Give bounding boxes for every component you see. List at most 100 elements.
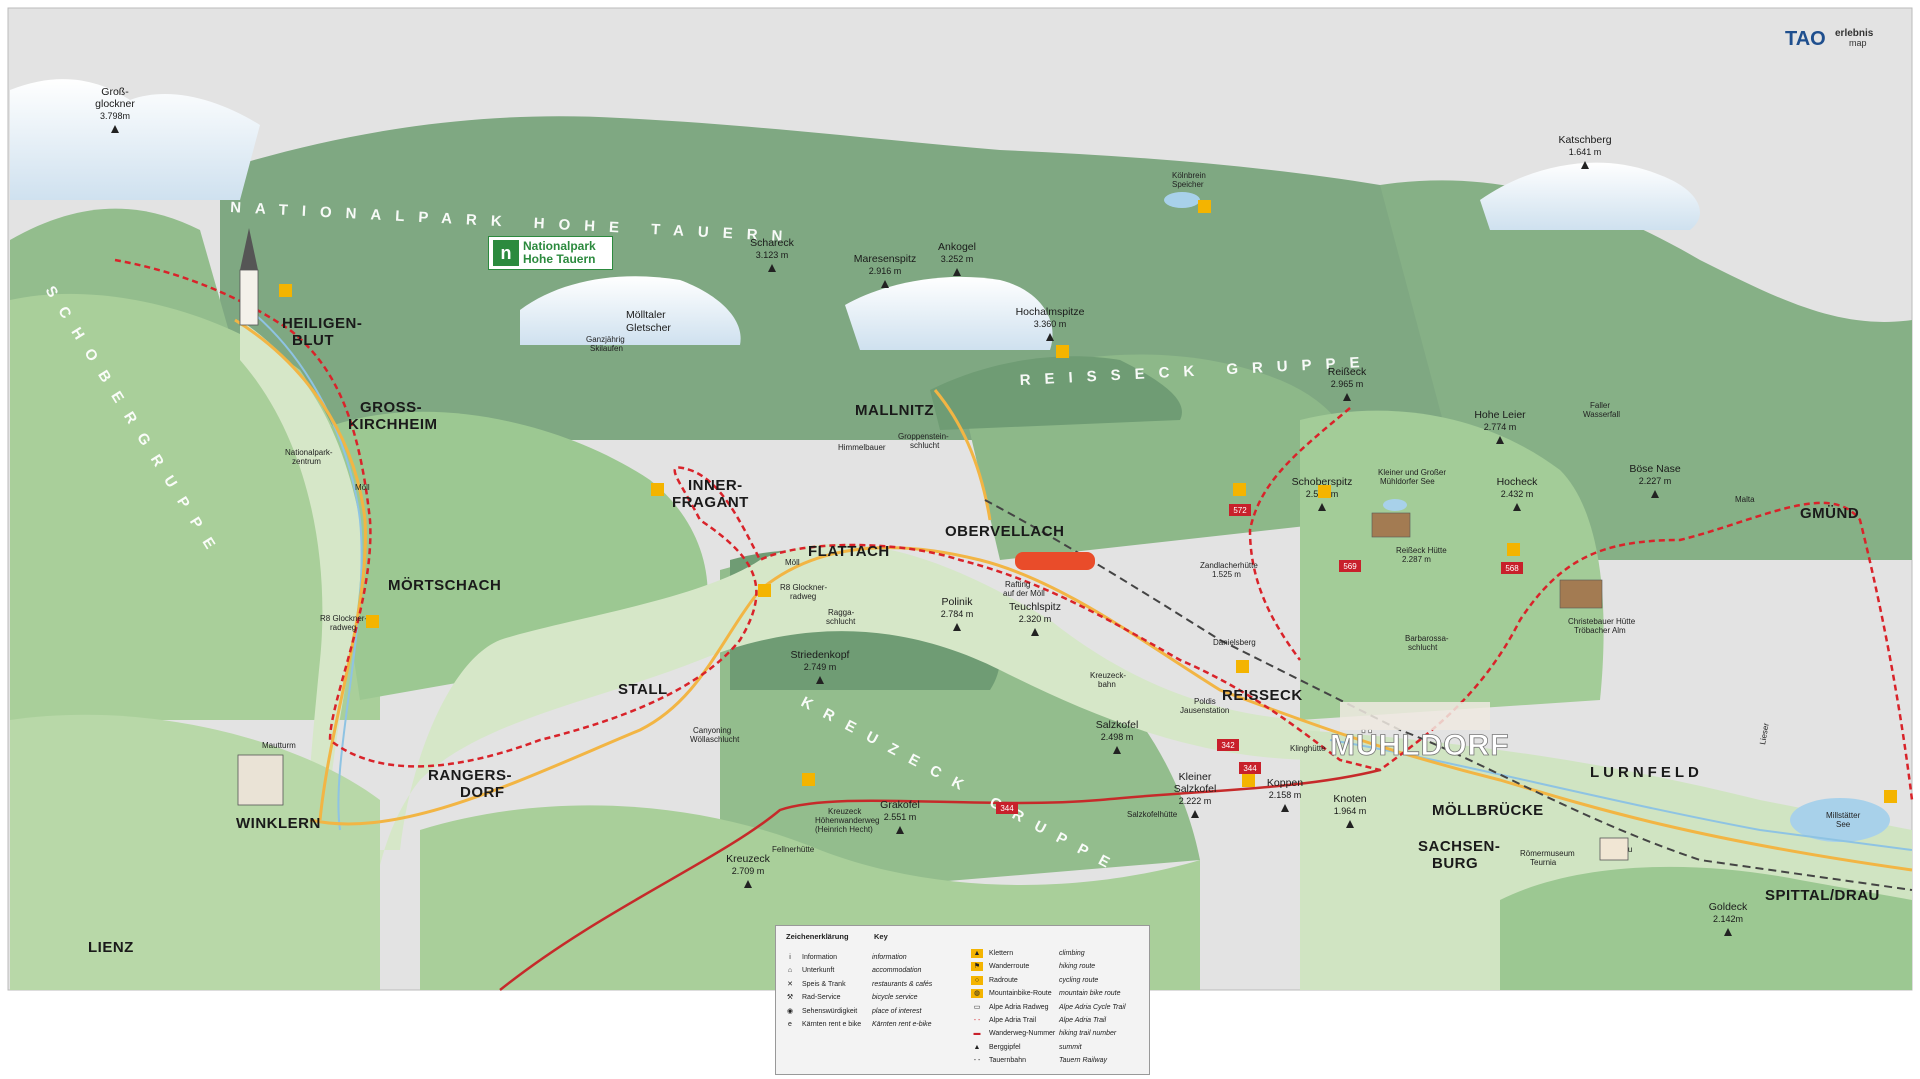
- poi-reisseck-huette: Reißeck Hütte: [1396, 546, 1447, 555]
- cycling-icon[interactable]: [758, 584, 771, 597]
- poi-barbarossaschlucht: Barbarossa-: [1405, 634, 1449, 643]
- peak-height-hocheck: 2.432 m: [1501, 489, 1534, 499]
- river-label-malta: Malta: [1735, 495, 1755, 504]
- legend-title-de: Zeichenerklärung: [786, 932, 849, 941]
- peak-height-polinik: 2.784 m: [941, 609, 974, 619]
- peak-height-koppen: 2.158 m: [1269, 790, 1302, 800]
- peak-height-kreuzeck: 2.709 m: [732, 866, 765, 876]
- legend-label-de: Wanderroute: [989, 963, 1030, 971]
- town-innerfragant-2: FRAGANT: [672, 494, 749, 511]
- mountain-hocheck: [1300, 410, 1604, 720]
- hiking-icon: ⚑: [971, 962, 983, 972]
- cycling-icon[interactable]: [366, 615, 379, 628]
- ebike-icon: e: [788, 1021, 792, 1028]
- hiking-icon[interactable]: [1242, 774, 1255, 787]
- hiking-icon[interactable]: [1507, 543, 1520, 556]
- poi-poldis-2: Jausenstation: [1180, 706, 1229, 715]
- summit-icon: [1046, 333, 1054, 341]
- legend-label-de: Mountainbike-Route: [989, 990, 1052, 998]
- landmark-drawings: [237, 228, 1629, 861]
- roemermuseum-drawing: [1599, 837, 1629, 861]
- climbing-icon[interactable]: [279, 284, 292, 297]
- peak-name-knoten: Knoten: [1333, 793, 1366, 805]
- poi-groppensteinschlucht-2: schlucht: [910, 441, 940, 450]
- legend-label-de: Rad-Service: [802, 994, 841, 1002]
- legend-label-en: mountain bike route: [1059, 990, 1121, 998]
- river-moell: [249, 309, 363, 831]
- peak-height-teuchlspitz: 2.320 m: [1019, 614, 1052, 624]
- road-moelltal: [234, 318, 367, 821]
- hiking-icon[interactable]: [1318, 485, 1331, 498]
- climbing-icon[interactable]: [1198, 200, 1211, 213]
- mountain-reisseck-dark: [930, 356, 1182, 430]
- peak-height-grossglockner: 3.798m: [100, 111, 130, 121]
- poi-muehldorfer-see: Kleiner und Großer: [1378, 468, 1446, 477]
- peak-height-boesenase: 2.227 m: [1639, 476, 1672, 486]
- poi-faller-wasserfall-2: Wasserfall: [1583, 410, 1620, 419]
- town-sachsenburg-2: BURG: [1432, 855, 1478, 872]
- info-icon: i: [789, 954, 791, 961]
- peak-name-koppen: Koppen: [1267, 777, 1303, 789]
- summit-icon: [111, 125, 119, 133]
- summit-icon: [1113, 746, 1121, 754]
- tauern-railway: [984, 499, 1913, 891]
- peak-name-grossglockner: Groß-: [101, 86, 129, 98]
- legend-label-en: Alpe Adria Cycle Trail: [1059, 1003, 1126, 1011]
- poi-salzkofelhuette: Salzkofelhütte: [1127, 810, 1178, 819]
- peak-height-goldeck: 2.142m: [1713, 914, 1743, 924]
- poi-poldis: Poldis: [1194, 697, 1216, 706]
- poi-moelltaler-gletscher: Mölltaler: [626, 309, 666, 321]
- town-moellbruecke: MÖLLBRÜCKE: [1432, 802, 1544, 819]
- legend-label-en: hiking route: [1059, 963, 1096, 971]
- summit-icon: [1724, 928, 1732, 936]
- trail-badge-number: 569: [1343, 562, 1357, 571]
- legend-label-en: Kärnten rent e-bike: [872, 1021, 932, 1028]
- river-label-lieser: Lieser: [1758, 722, 1771, 745]
- hiking-icon[interactable]: [1236, 660, 1249, 673]
- town-spittal: SPITTAL/DRAU: [1765, 887, 1880, 904]
- peak-name-salzkofel: Salzkofel: [1096, 719, 1139, 731]
- poi-klinghuette: Klinghütte: [1290, 744, 1326, 753]
- poi-millstaetter-see: Millstätter: [1826, 811, 1861, 820]
- legend-label-en: Tauern Railway: [1059, 1057, 1107, 1065]
- summit-icon: [744, 880, 752, 888]
- town-grosskirchheim-2: KIRCHHEIM: [348, 416, 438, 433]
- np-logo-text: Nationalpark Hohe Tauern: [523, 240, 596, 266]
- wrench-icon: ⚒: [786, 994, 794, 1002]
- trail-badge-number: 344: [1000, 804, 1014, 813]
- legend-label-en: hiking trail number: [1059, 1030, 1117, 1038]
- legend-label-en: cycling route: [1059, 976, 1099, 984]
- alpe-adria-trail-reisseck: [1248, 407, 1351, 661]
- poi-kreuzeckbahn-2: bahn: [1098, 680, 1116, 689]
- poi-mautturm: Mautturm: [262, 741, 296, 750]
- summit-icon: [881, 280, 889, 288]
- peak-height-hochalmspitze: 3.360 m: [1034, 319, 1067, 329]
- hiking-icon[interactable]: [1233, 483, 1246, 496]
- climbing-icon[interactable]: [651, 483, 664, 496]
- peak-name-hoheleier: Hohe Leier: [1474, 409, 1526, 421]
- cutlery-icon: ✕: [787, 980, 793, 988]
- peak-height-kleinersalzkofel: 2.222 m: [1179, 796, 1212, 806]
- peak-height-schareck: 3.123 m: [756, 250, 789, 260]
- climbing-icon[interactable]: [1056, 345, 1069, 358]
- poi-nationalparkzentrum: Nationalpark-: [285, 448, 333, 457]
- trail-badge: [1229, 504, 1251, 516]
- poi-danielsberg: Danielsberg: [1213, 638, 1256, 647]
- peak-name-boesenase: Böse Nase: [1629, 463, 1681, 475]
- trail-number-icon: ▬: [973, 1030, 981, 1038]
- peak-name-schoberspitz: Schoberspitz: [1292, 476, 1353, 488]
- summit-icon: [1513, 503, 1521, 511]
- poi-barbarossaschlucht-2: schlucht: [1408, 643, 1438, 652]
- activity-icons: [279, 200, 1897, 803]
- legend-label-de: Alpe Adria Radweg: [989, 1003, 1049, 1011]
- poi-koelnbrein: Kölnbrein: [1172, 171, 1206, 180]
- road-main: [309, 546, 1913, 872]
- hiking-icon[interactable]: [802, 773, 815, 786]
- climbing-icon[interactable]: [1884, 790, 1897, 803]
